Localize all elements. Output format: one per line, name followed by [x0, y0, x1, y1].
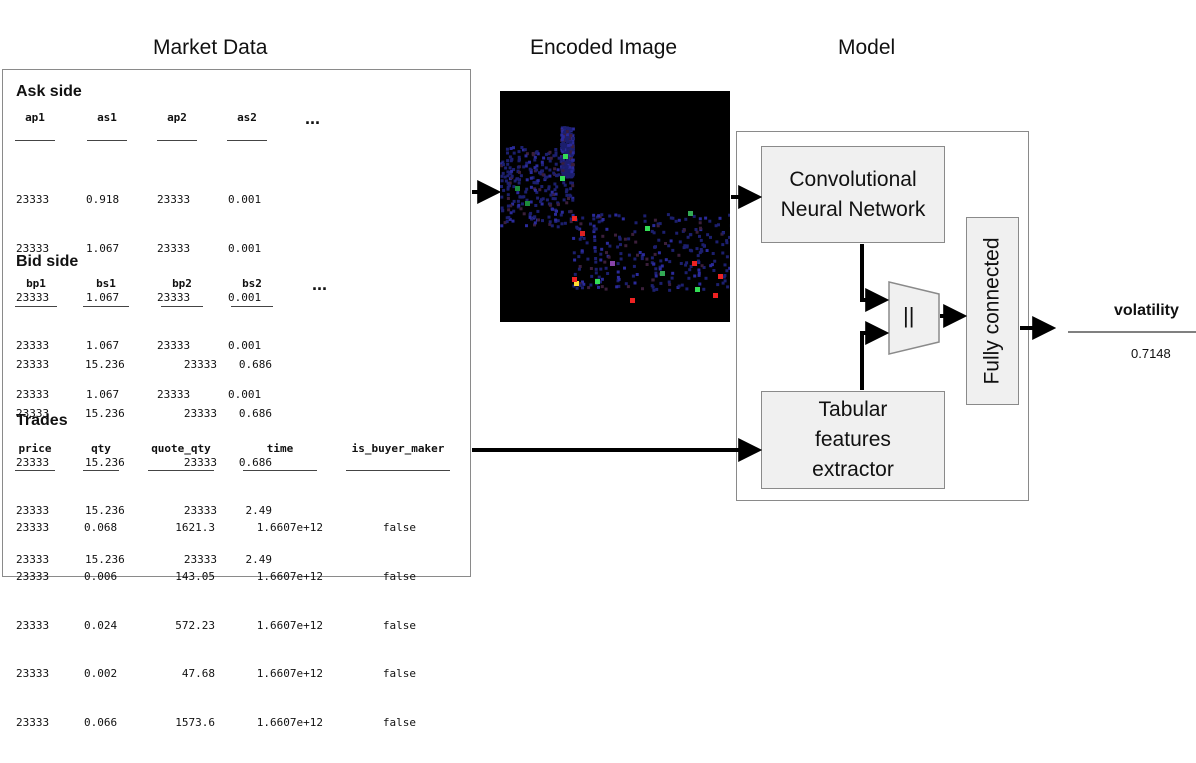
output-value: 0.7148 — [1131, 346, 1171, 361]
arrow-cnn-to-concat — [862, 244, 878, 300]
connector-arrows — [0, 0, 1196, 597]
arrow-tabular-to-concat — [862, 333, 878, 390]
output-label: volatility — [1114, 302, 1179, 320]
